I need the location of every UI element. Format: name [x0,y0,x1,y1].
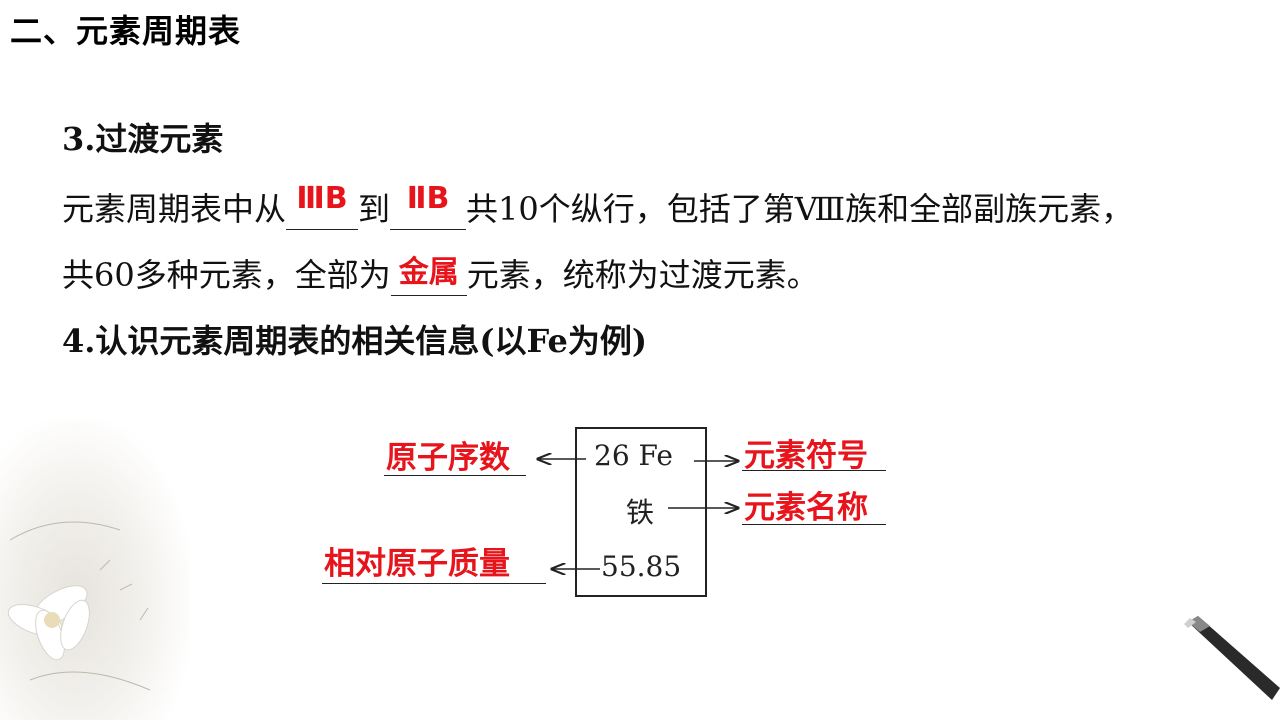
decorative-flower-background [0,420,190,720]
element-box [575,427,707,597]
answer-1: ⅢB [296,181,348,216]
line1-text-b: 到 [358,190,391,228]
label-atomic-number: 原子序数 [386,440,510,476]
atomic-number-symbol: 26 Fe [594,439,673,472]
line2-text-b: 元素，统称为过渡元素。 [466,256,819,294]
line2-text-a: 共60多种元素，全部为 [62,256,391,294]
element-name-text: 铁 [626,496,655,529]
flower-illustration [7,521,151,691]
section3-line1: 元素周期表中从 ⅢB 到 ⅡB 共10个纵行，包括了第Ⅷ族和全部副族元素， [62,181,1134,230]
label-relative-atomic-mass: 相对原子质量 [324,546,510,582]
answer-3: 金属 [398,255,459,290]
fill-blank-2: ⅡB [390,181,467,230]
underline-element-name [742,524,886,525]
section3-heading: 3.过渡元素 [62,120,224,158]
label-element-symbol: 元素符号 [744,438,868,474]
label-element-name: 元素名称 [744,490,868,526]
fill-blank-1: ⅢB [286,181,359,230]
brush-icon [1184,616,1280,700]
section3-line2: 共60多种元素，全部为金属元素，统称为过渡元素。 [62,250,819,296]
line1-text-a: 元素周期表中从 [62,190,287,228]
underline-atomic-number [384,475,526,476]
page-title: 二、元素周期表 [10,12,242,50]
fill-blank-3: 金属 [390,255,467,296]
underline-element-symbol [742,470,886,471]
answer-2: ⅡB [406,181,450,216]
underline-relative-atomic-mass [322,583,546,584]
section4-heading: 4.认识元素周期表的相关信息(以Fe为例) [62,322,648,360]
atomic-mass-text: 55.85 [601,550,682,583]
line1-text-c: 共10个纵行，包括了第Ⅷ族和全部副族元素， [466,190,1134,228]
